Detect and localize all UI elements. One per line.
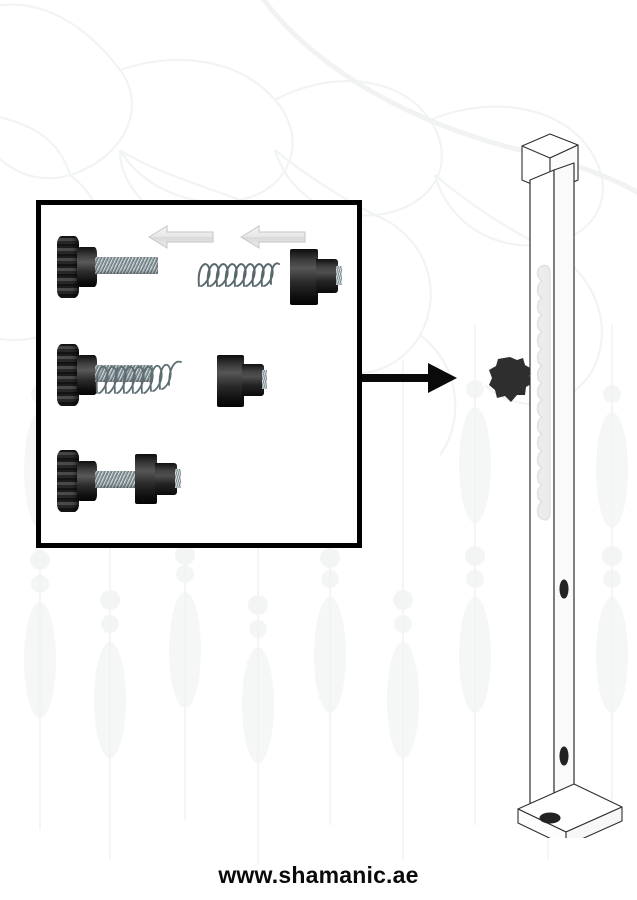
pole-body bbox=[529, 162, 575, 825]
knob-hub bbox=[77, 355, 97, 395]
barrel-nut-collar bbox=[242, 364, 264, 396]
assembly-direction-arrow-left bbox=[148, 224, 214, 255]
mounting-post bbox=[478, 126, 637, 847]
knob-knurled-flange bbox=[57, 344, 79, 406]
barrel-nut-thread-tip bbox=[336, 266, 342, 285]
site-watermark-text: www.shamanic.ae bbox=[218, 862, 419, 888]
spring-on-shaft bbox=[95, 360, 182, 394]
knob-knurled-flange bbox=[57, 236, 79, 298]
barrel-nut-collar bbox=[316, 259, 338, 293]
assembly-direction-arrow-right bbox=[240, 224, 306, 255]
step-2-knob-bolt-with-spring bbox=[57, 339, 192, 417]
knob-threaded-shaft bbox=[95, 257, 158, 274]
pole-adjustment-slot bbox=[536, 264, 551, 521]
finished-knob-front-view bbox=[487, 355, 535, 410]
step-1-barrel-nut bbox=[290, 249, 345, 305]
pole-knob-hole-upper bbox=[559, 579, 569, 599]
barrel-nut-body bbox=[135, 454, 157, 504]
pole-knob-hole-lower bbox=[559, 746, 569, 766]
knob-knurled-flange bbox=[57, 450, 79, 512]
pole-base-bolt-hole bbox=[539, 812, 561, 824]
knob-hub bbox=[77, 461, 97, 501]
step-2-barrel-nut bbox=[217, 355, 272, 407]
step-1-knurled-knob-bolt bbox=[57, 231, 177, 303]
barrel-nut-thread-tip bbox=[175, 469, 181, 488]
knob-threaded-shaft bbox=[95, 471, 141, 488]
transfer-arrow bbox=[362, 362, 458, 399]
barrel-nut-body bbox=[290, 249, 318, 305]
barrel-nut-body bbox=[217, 355, 244, 407]
step-3-assembled-knob-and-barrel-nut bbox=[57, 445, 197, 523]
barrel-nut-thread-tip bbox=[262, 370, 267, 389]
knob-hub bbox=[77, 247, 97, 287]
barrel-nut-collar bbox=[155, 463, 177, 495]
step-1-compression-spring bbox=[195, 256, 281, 292]
